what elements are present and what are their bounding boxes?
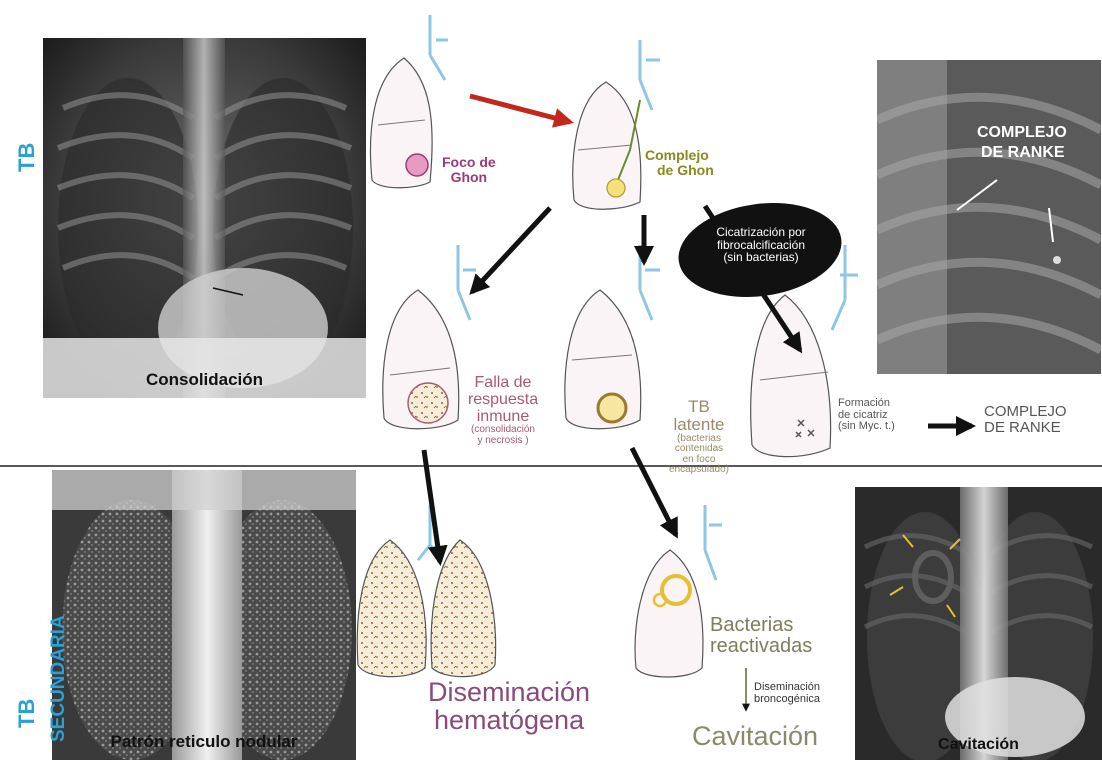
cicatrizacion-line1: Cicatrización por [695, 226, 827, 239]
complejo-ghon-line1: Complejo [645, 148, 714, 163]
arrow-complejo-to-falla [472, 208, 550, 292]
ranke-text-line1: COMPLEJO [984, 404, 1067, 420]
label-cicatrizacion: Cicatrización por fibrocalcificación (si… [695, 226, 827, 264]
ranke-text-line2: DE RANKE [984, 420, 1067, 436]
lung-bacterias-reactivadas [635, 505, 722, 677]
label-complejo-ghon: Complejo de Ghon [645, 148, 714, 177]
label-foco-ghon: Foco de Ghon [442, 155, 496, 184]
formacion-line1: Formación [838, 398, 895, 410]
formacion-line3: (sin Myc. t.) [838, 421, 895, 433]
side-label-secundaria: SECUNDARIA [48, 615, 70, 742]
hematogena-line2: hematógena [428, 706, 590, 734]
broncogenica-line1: Diseminación [754, 682, 820, 694]
lung-foco-ghon [371, 15, 448, 188]
label-falla-inmune: Falla de respuesta inmune (consolidación… [452, 375, 554, 446]
label-diseminacion-hematogena: Diseminación hematógena [428, 678, 590, 735]
side-label-tb-top: TB [14, 143, 40, 172]
falla-line3: inmune [452, 409, 554, 426]
label-complejo-ranke: COMPLEJO DE RANKE [984, 404, 1067, 436]
foco-ghon-line2: Ghon [442, 170, 496, 185]
hematogena-line1: Diseminación [428, 678, 590, 706]
label-cavitacion: Cavitación [692, 722, 818, 750]
arrow-red-foco-to-complejo [470, 96, 570, 122]
label-diseminacion-broncogenica: Diseminación broncogénica [754, 682, 820, 705]
cicatrizacion-line3: (sin bacterias) [695, 251, 827, 264]
foco-ghon-line1: Foco de [442, 155, 496, 170]
latente-sub4: encapsulado) [644, 465, 754, 476]
latente-line1: TB [644, 398, 754, 416]
lungs-diseminacion-hematogena [357, 505, 495, 677]
falla-line2: respuesta [452, 392, 554, 409]
label-tb-latente: TB latente (bacterias contenidas en foco… [644, 398, 754, 476]
broncogenica-line2: broncogénica [754, 694, 820, 706]
falla-line1: Falla de [452, 375, 554, 392]
label-bacterias-reactivadas: Bacterias reactivadas [710, 615, 812, 657]
side-label-tb-bottom: TB [14, 699, 40, 728]
latente-line2: latente [644, 416, 754, 434]
lung-complejo-ghon [573, 40, 660, 209]
falla-sub2: y necrosis ) [452, 436, 554, 447]
complejo-ghon-line2: de Ghon [645, 163, 714, 178]
bacterias-line1: Bacterias [710, 615, 812, 636]
label-formacion-cicatriz: Formación de cicatriz (sin Myc. t.) [838, 398, 895, 433]
bacterias-line2: reactivadas [710, 636, 812, 657]
